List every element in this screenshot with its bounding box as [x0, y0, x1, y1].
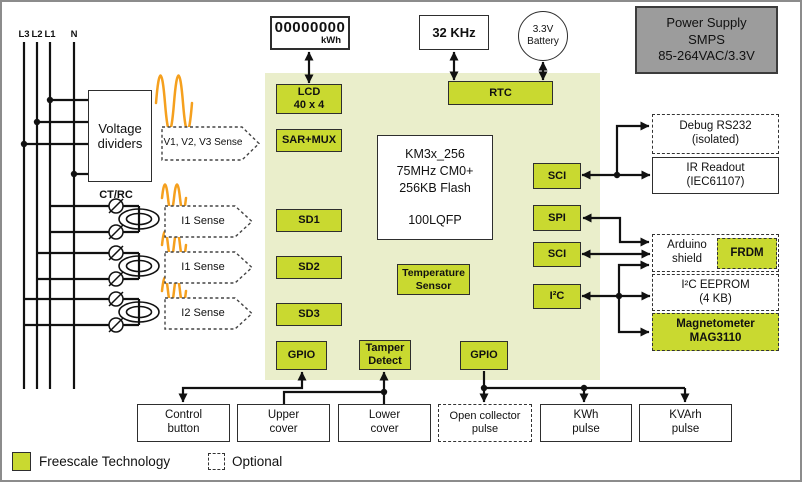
comms-junction-dots [613, 171, 623, 300]
arduino-text: Arduino shield [659, 239, 715, 266]
i2c-eeprom-block: I²C EEPROM (4 KB) [652, 274, 779, 311]
eeprom-line2: (4 KB) [699, 292, 732, 305]
shunt-symbols [108, 198, 124, 333]
smps-line3: 85-264VAC/3.3V [658, 48, 755, 64]
arduino-line1: Arduino [667, 239, 707, 252]
temperature-sensor-block: Temperature Sensor [397, 264, 470, 295]
lcd-block: LCD 40 x 4 [276, 84, 342, 114]
bottom-arrows [178, 371, 690, 404]
kvarhp-line2: pulse [671, 423, 700, 435]
gpio-right-block: GPIO [460, 341, 508, 370]
kvarhp-line1: KVArh [669, 409, 702, 422]
gpio-left-block: GPIO [276, 341, 327, 370]
chip-package: 100LQFP [408, 212, 462, 227]
ct-coil-icons [118, 208, 160, 323]
crystal-label: 32 KHz [432, 24, 476, 40]
sci1-block: SCI [533, 163, 581, 189]
frdm-block: FRDM [717, 238, 777, 269]
chip-flash: 256KB Flash [399, 181, 471, 195]
upper-line2: cover [269, 423, 298, 435]
power-supply-block: Power Supply SMPS 85-264VAC/3.3V [635, 6, 778, 74]
i2-sense-label: I2 Sense [181, 307, 225, 319]
lcd-line2: 40 x 4 [293, 99, 325, 111]
line-label-l2: L2 [31, 29, 43, 40]
line-label-l1: L1 [44, 29, 56, 40]
line-label-l3: L3 [18, 29, 30, 40]
mains-junction-dots [20, 96, 78, 178]
top-arrows [304, 51, 548, 84]
debug-rs232-block: Debug RS232 (isolated) [652, 114, 779, 154]
i1-sense-label-2: I1 Sense [181, 261, 225, 273]
upper-line1: Upper [267, 409, 300, 422]
ir-line2: (IEC61107) [686, 175, 745, 188]
kvarh-pulse-block: KVArh pulse [639, 404, 732, 442]
battery-block: 3.3V Battery [518, 11, 568, 61]
sense-arrow-shapes [161, 126, 261, 330]
smps-line1: Power Supply [666, 14, 747, 30]
rtc-block: RTC [448, 81, 553, 105]
voltage-dividers-block: Voltage dividers [88, 90, 152, 182]
legend-optional-label: Optional [232, 454, 283, 469]
v-sense-label: V1, V2, V3 Sense [163, 137, 243, 148]
sd2-block: SD2 [276, 256, 342, 279]
battery-voltage: 3.3V [532, 24, 554, 35]
temp-line1: Temperature [402, 267, 465, 280]
legend-optional-swatch [208, 453, 225, 470]
legend-freescale-swatch [12, 452, 31, 471]
debug-line1: Debug RS232 [679, 120, 752, 133]
control-button-block: Control button [137, 404, 230, 442]
mag-line1: Magnetometer [676, 318, 755, 331]
debug-line2: (isolated) [691, 134, 740, 146]
oc-line1: Open collector [449, 410, 521, 423]
sd1-block: SD1 [276, 209, 342, 232]
magnetometer-block: Magnetometer MAG3110 [652, 313, 779, 351]
spi-block: SPI [533, 205, 581, 231]
sd3-block: SD3 [276, 303, 342, 326]
lower-line1: Lower [368, 409, 401, 422]
eeprom-line1: I²C EEPROM [681, 278, 750, 291]
temp-line2: Sensor [415, 279, 452, 292]
ir-line1: IR Readout [686, 161, 745, 174]
i2c-block: I²C [533, 284, 581, 309]
kwh-display-unit: kWh [320, 35, 341, 47]
control-line1: Control [164, 409, 203, 422]
comms-arrows [581, 121, 651, 337]
mag-line2: MAG3110 [689, 332, 742, 344]
lower-line2: cover [370, 423, 399, 435]
tamper-detect-block: Tamper Detect [359, 340, 411, 370]
tamper-line2: Detect [368, 355, 402, 367]
kwhp-line1: KWh [573, 409, 599, 422]
chip-part-number: KM3x_256 [405, 147, 465, 162]
mcu-chip-block: KM3x_256 75MHz CM0+ 256KB Flash 100LQFP [377, 135, 493, 240]
control-line2: button [167, 423, 200, 435]
arduino-line2: shield [671, 253, 703, 265]
upper-cover-block: Upper cover [237, 404, 330, 442]
open-collector-pulse-block: Open collector pulse [438, 404, 532, 442]
battery-word: Battery [527, 36, 559, 47]
mains-lines [22, 42, 88, 389]
ir-readout-block: IR Readout (IEC61107) [652, 157, 779, 194]
kwh-pulse-block: KWh pulse [540, 404, 632, 442]
crystal-32khz-block: 32 KHz [419, 15, 489, 50]
kwhp-line2: pulse [572, 423, 600, 435]
kwh-display-value: 00000000 [274, 19, 346, 37]
ct-rc-label: CT/RC [99, 189, 133, 201]
smps-line2: SMPS [688, 31, 725, 47]
line-label-n: N [70, 29, 78, 40]
voltage-dividers-line2: dividers [97, 136, 143, 151]
legend-freescale-label: Freescale Technology [39, 454, 171, 469]
sci2-block: SCI [533, 242, 581, 267]
oc-line2: pulse [471, 423, 499, 435]
kwh-display: 00000000 kWh [270, 16, 350, 50]
bottom-junction-dots [380, 384, 588, 396]
lower-cover-block: Lower cover [338, 404, 431, 442]
lcd-line1: LCD [297, 86, 321, 99]
i1-sense-label: I1 Sense [181, 215, 225, 227]
sar-mux-block: SAR+MUX [276, 129, 342, 152]
tamper-line1: Tamper [365, 342, 405, 355]
chip-core: 75MHz CM0+ [396, 164, 474, 179]
voltage-dividers-line1: Voltage [98, 120, 142, 136]
